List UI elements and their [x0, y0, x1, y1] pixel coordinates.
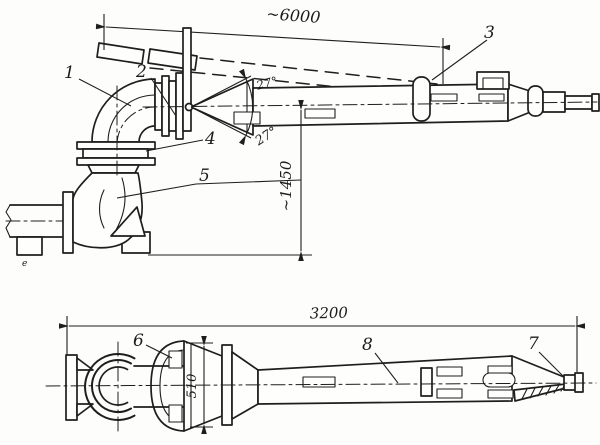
leader-part-6: [145, 344, 173, 359]
dim-overall-length-text: ~6000: [266, 4, 321, 27]
carriage-link: [482, 372, 516, 388]
leader-part-4: [145, 139, 204, 152]
side-view: ~6000 е: [5, 4, 600, 269]
slewing-flange-bottom: [76, 157, 156, 166]
part-label-1: 1: [64, 63, 75, 83]
barrel-collar-rear: [412, 76, 431, 122]
slewing-flange-mid: [82, 148, 149, 159]
plan-barrel: [257, 355, 513, 405]
part-label-3: 3: [484, 23, 495, 43]
plan-flange-wing-bottom: [76, 403, 94, 417]
carriage-pad2-bottom: [487, 389, 514, 399]
carriage-pad-bottom: [436, 388, 463, 399]
upper-elbow-inner-line: [107, 94, 156, 143]
barrel-cone: [190, 78, 254, 136]
yoke-block-top: [168, 350, 183, 369]
dim-barrel-length-text: 3200: [310, 303, 349, 322]
phantom-barrel-top-dashed: [199, 57, 438, 85]
plan-inlet-flange: [65, 354, 78, 421]
gusset-brace: [110, 206, 146, 237]
leader-part-1: [78, 78, 132, 107]
part-label-2: 2: [135, 62, 147, 82]
trunnion-disc-4: [175, 72, 184, 140]
part-label-6: 6: [133, 331, 144, 351]
carriage-pad2-top: [487, 365, 513, 374]
barrel-bracket-inner: [482, 77, 504, 90]
trunnion-disc-2: [161, 75, 170, 137]
flange-neck: [87, 164, 140, 174]
part-label-8: 8: [362, 335, 373, 355]
barrel-bracket: [476, 71, 510, 90]
dim-height-text: ~1450: [277, 160, 295, 211]
plan-view: 3200 510: [45, 303, 597, 434]
plan-centerline: [45, 382, 597, 387]
barrel-collar-front: [527, 85, 544, 117]
dim-6000-line: [95, 23, 451, 51]
barrel-slot-3: [430, 93, 458, 102]
plan-nozzle-cap: [574, 372, 584, 393]
plan-barrel-slot: [302, 376, 336, 388]
slewing-flange-top: [76, 141, 156, 150]
leader-part-2: [150, 77, 177, 117]
carriage-pad-top: [436, 366, 463, 377]
barrel-slot-1: [233, 111, 261, 125]
housing-taper: [231, 351, 259, 420]
dim-width-text: 510: [185, 374, 200, 399]
inlet-pipe-break: [5, 204, 12, 238]
support-foot-left: [16, 236, 43, 256]
depression-angle-text: 27°: [252, 124, 280, 149]
barrel-axis-centerline: [142, 101, 598, 108]
plan-flange-wing-top: [76, 357, 94, 371]
barrel-slot-2: [304, 108, 336, 119]
nose-taper-top: [511, 355, 565, 378]
leader-part-8: [374, 352, 399, 384]
elevation-angle-text: 27°: [254, 74, 279, 93]
lower-elbow-inner-line-2: [115, 177, 126, 231]
stray-mark: е: [22, 259, 27, 269]
trunnion-post: [182, 27, 192, 132]
carriage-bar: [420, 367, 433, 397]
upper-elbow: [91, 78, 156, 143]
swivel-ring-outer: [84, 353, 136, 421]
part-label-7: 7: [528, 334, 539, 354]
inlet-flange-plate: [62, 191, 74, 254]
barrel-body: [252, 83, 509, 127]
leader-part-3: [431, 39, 488, 81]
upper-elbow-centerline: [116, 106, 156, 146]
trunnion-pivot: [184, 102, 194, 112]
leader-part-7: [538, 351, 565, 378]
barrel-slot-4: [478, 93, 505, 102]
lower-elbow-inner-line-1: [98, 189, 105, 229]
yoke-block-bottom: [168, 404, 183, 423]
part-label-4: 4: [204, 129, 216, 149]
angle-arc: [238, 68, 254, 146]
leader-part-5: [116, 179, 302, 199]
yoke-outer: [150, 340, 185, 432]
part-label-5: 5: [199, 166, 210, 186]
